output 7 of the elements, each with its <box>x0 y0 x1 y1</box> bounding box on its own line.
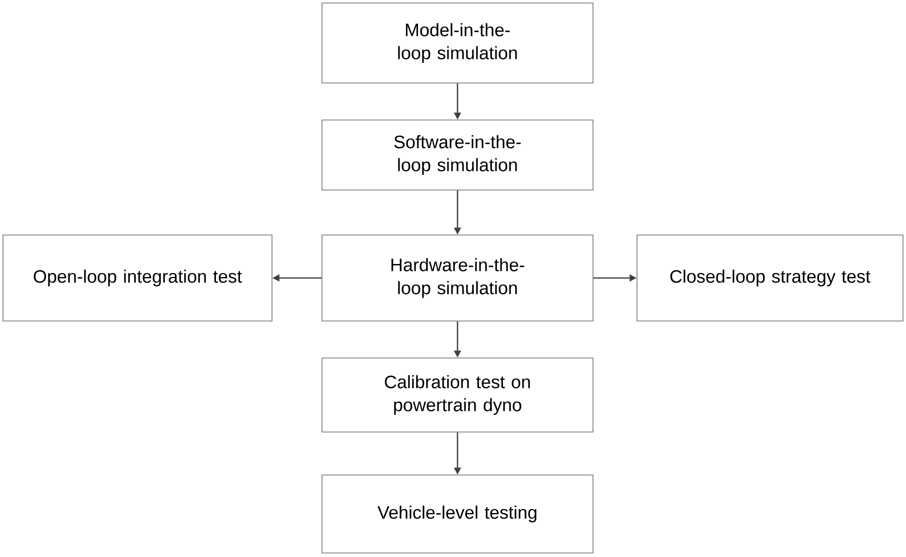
process-box: Calibration test on powertrain dyno <box>322 358 594 432</box>
process-box: Vehicle-level testing <box>322 474 594 554</box>
process-box: Hardware-in-the-loop simulation <box>322 234 594 322</box>
process-box: Open-loop integration test <box>2 234 272 322</box>
process-box: Closed-loop strategy test <box>636 234 904 322</box>
process-box: Model-in-the-loop simulation <box>322 2 594 84</box>
process-box: Software-in-the-loop simulation <box>322 120 594 190</box>
